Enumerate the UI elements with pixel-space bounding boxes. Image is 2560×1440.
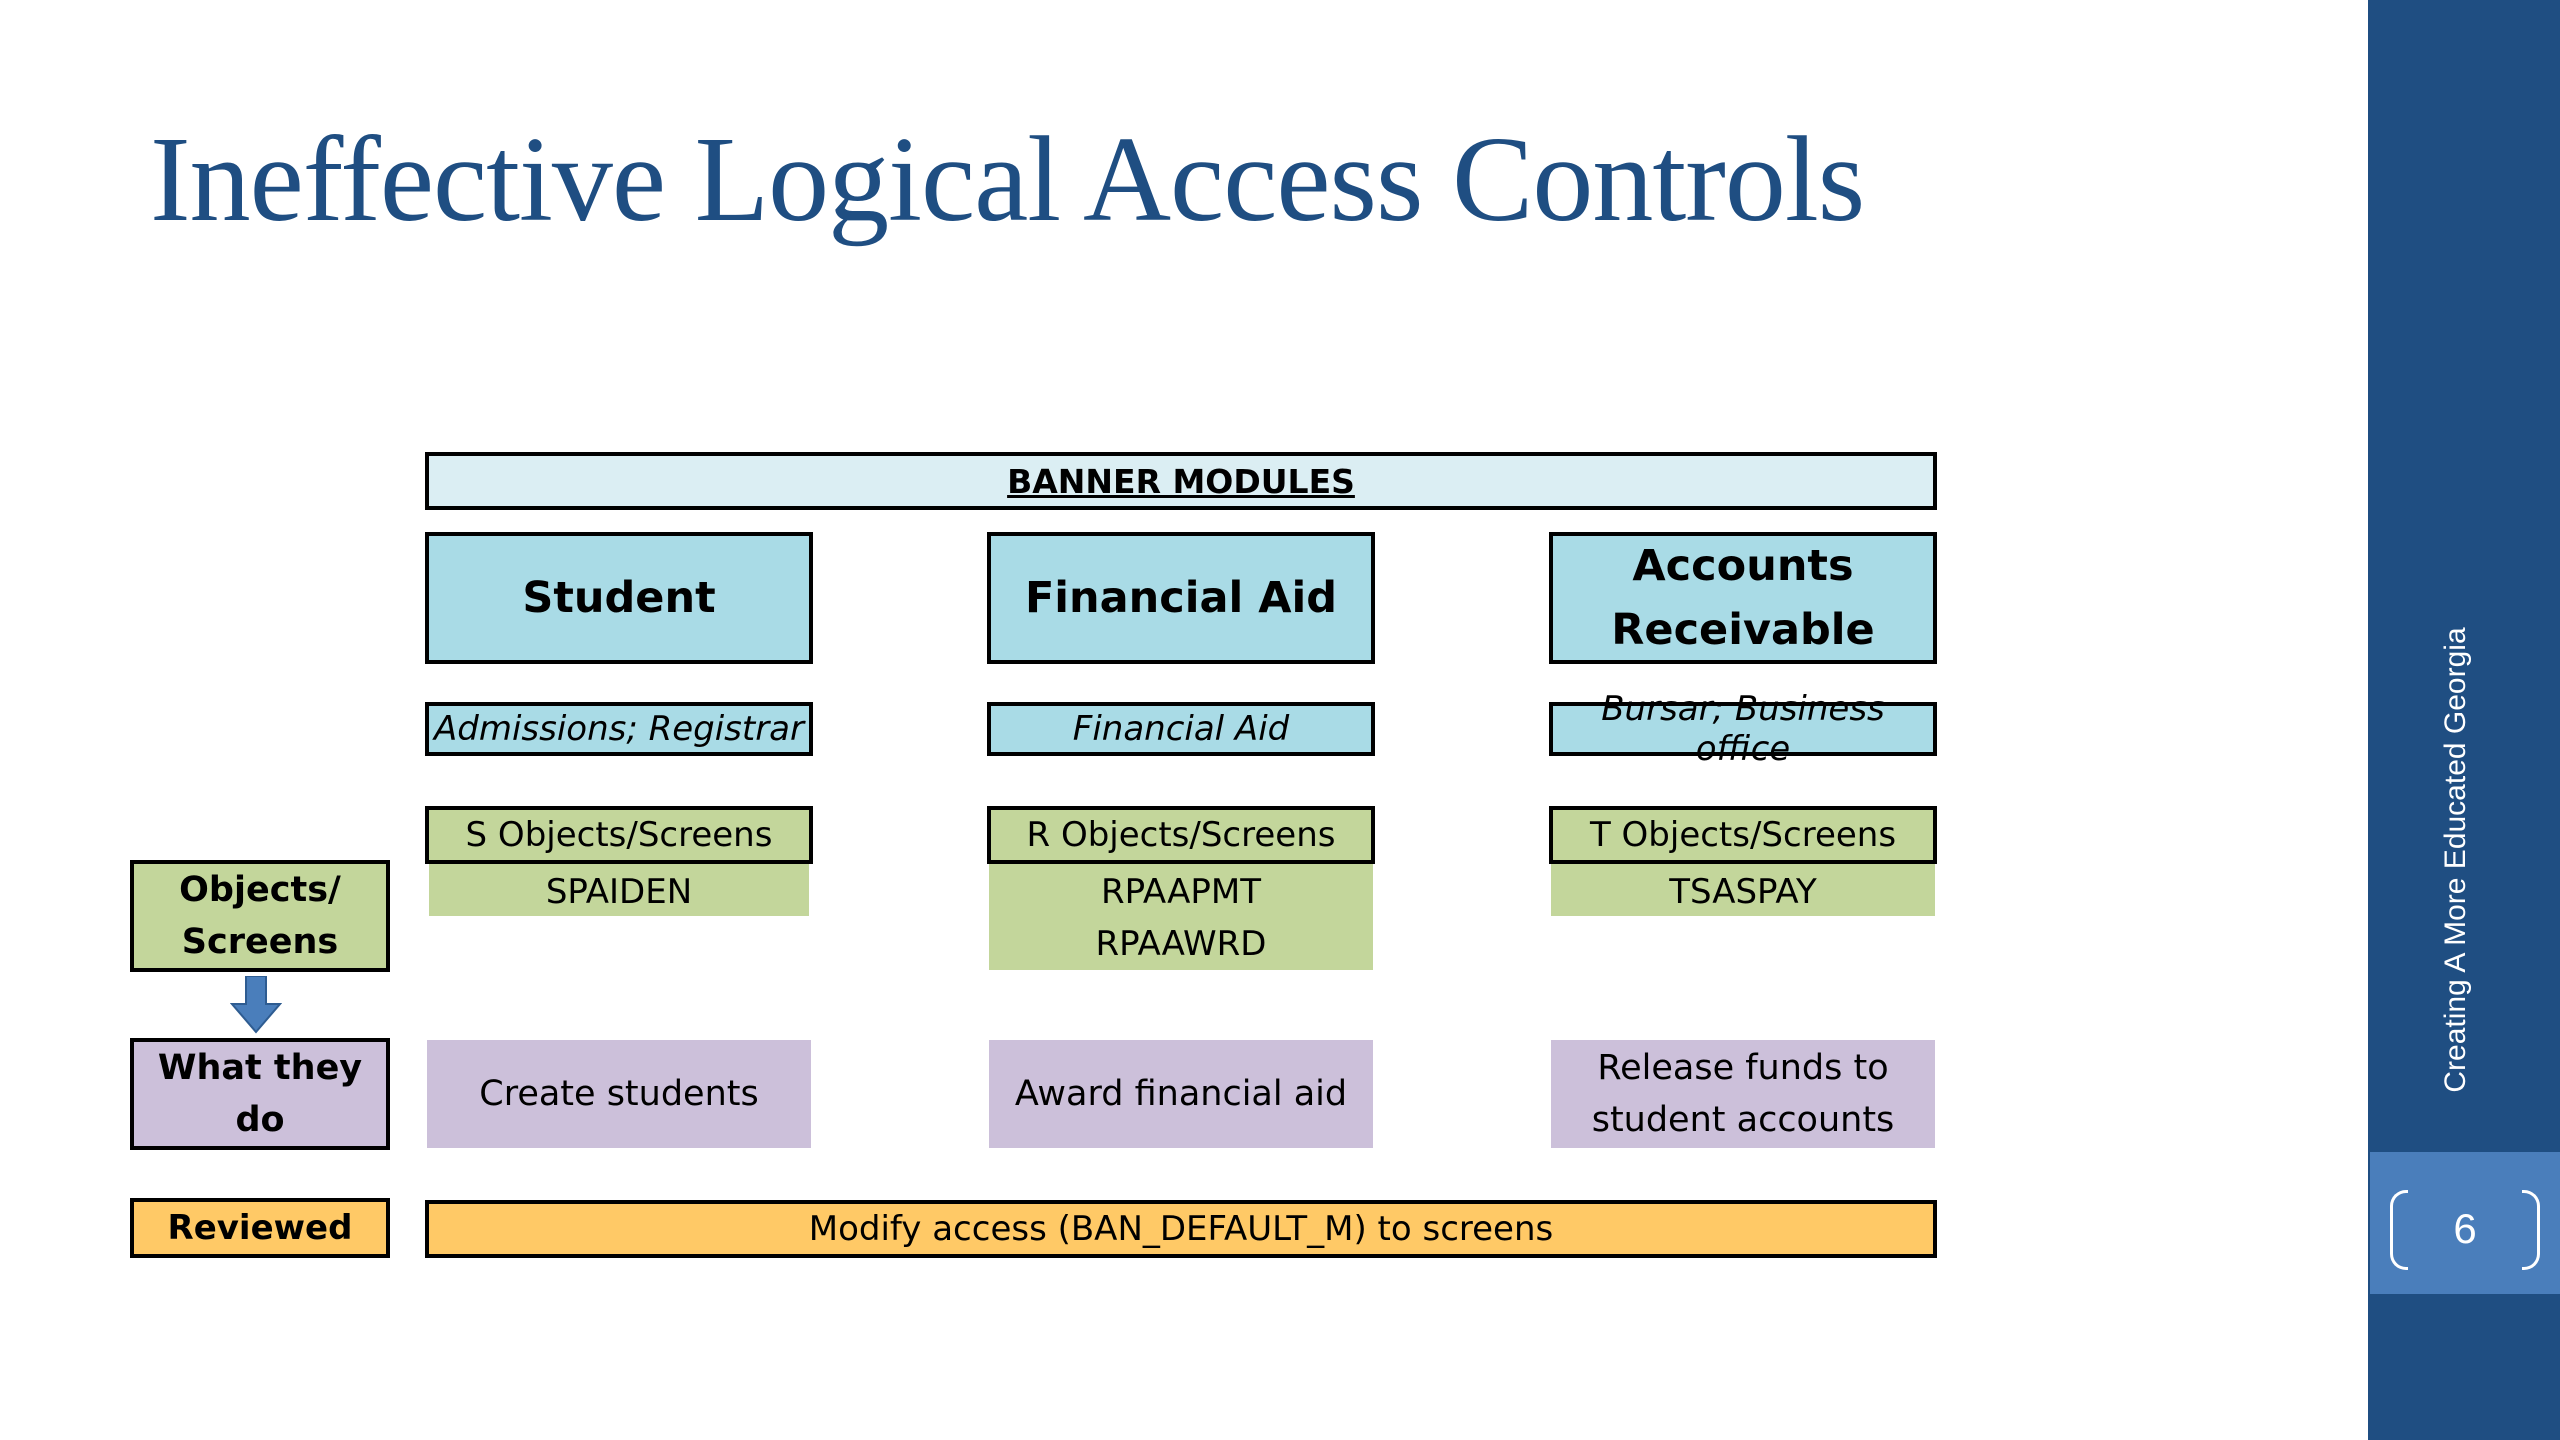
action-accounts-receivable: Release funds to student accounts — [1551, 1040, 1935, 1148]
page-number-tile — [2370, 1152, 2560, 1294]
banner-modules-label: BANNER MODULES — [1007, 461, 1355, 501]
department-accounts-receivable: Bursar; Business office — [1549, 689, 1937, 769]
page-number: 6 — [2453, 1205, 2477, 1252]
row-label-what-they-do: What they do — [130, 1038, 390, 1150]
module-student: Student — [425, 532, 813, 664]
action-financial-aid-label: Award financial aid — [1014, 1074, 1348, 1114]
object-item: TSASPAY — [1669, 872, 1817, 912]
module-accounts-receivable-label-line1: Accounts — [1632, 541, 1854, 591]
row-label-objects-line1: Objects/ — [179, 870, 341, 910]
objects-list-accounts-receivable: TSASPAY — [1551, 864, 1935, 916]
row-label-objects-line2: Screens — [181, 922, 339, 962]
reviewed-access-label: Modify access (BAN_DEFAULT_M) to screens — [808, 1209, 1554, 1249]
department-student: Admissions; Registrar — [425, 702, 813, 756]
department-student-label: Admissions; Registrar — [433, 709, 804, 749]
objects-header-student-label: S Objects/Screens — [465, 815, 773, 855]
action-accounts-receivable-line1: Release funds to — [1597, 1048, 1889, 1088]
action-accounts-receivable-line2: student accounts — [1591, 1100, 1895, 1140]
objects-header-financial-aid-label: R Objects/Screens — [1026, 815, 1336, 855]
action-student: Create students — [427, 1040, 811, 1148]
module-financial-aid: Financial Aid — [987, 532, 1375, 664]
banner-modules-header: BANNER MODULES — [425, 452, 1937, 510]
row-label-what-they-do-text: What they do — [157, 1048, 363, 1140]
row-label-reviewed: Reviewed — [130, 1198, 390, 1258]
department-financial-aid-label: Financial Aid — [1072, 709, 1290, 749]
row-label-objects-screens: Objects/ Screens — [130, 860, 390, 972]
objects-header-accounts-receivable-label: T Objects/Screens — [1589, 815, 1897, 855]
action-student-label: Create students — [479, 1074, 759, 1114]
left-bracket-icon — [2390, 1190, 2408, 1270]
action-financial-aid: Award financial aid — [989, 1040, 1373, 1148]
sidebar-tagline-text: Creating A More Educated Georgia — [2439, 627, 2472, 1093]
department-financial-aid: Financial Aid — [987, 702, 1375, 756]
module-accounts-receivable: Accounts Receivable — [1549, 532, 1937, 664]
object-item: RPAAWRD — [1095, 924, 1267, 964]
objects-header-student: S Objects/Screens — [425, 806, 813, 864]
reviewed-access-bar: Modify access (BAN_DEFAULT_M) to screens — [425, 1200, 1937, 1258]
objects-header-financial-aid: R Objects/Screens — [987, 806, 1375, 864]
module-financial-aid-label: Financial Aid — [1024, 573, 1338, 623]
objects-list-financial-aid: RPAAPMT RPAAWRD — [989, 864, 1373, 970]
objects-list-student: SPAIDEN — [429, 864, 809, 916]
department-accounts-receivable-label: Bursar; Business office — [1601, 689, 1885, 769]
right-bracket-icon — [2522, 1190, 2540, 1270]
objects-header-accounts-receivable: T Objects/Screens — [1549, 806, 1937, 864]
object-item: RPAAPMT — [1100, 872, 1262, 912]
object-item: SPAIDEN — [545, 872, 693, 912]
module-accounts-receivable-label-line2: Receivable — [1611, 605, 1875, 655]
down-arrow-icon — [230, 976, 282, 1034]
row-label-reviewed-text: Reviewed — [167, 1208, 353, 1248]
module-student-label: Student — [522, 573, 716, 623]
slide-title: Ineffective Logical Access Controls — [150, 112, 1865, 247]
